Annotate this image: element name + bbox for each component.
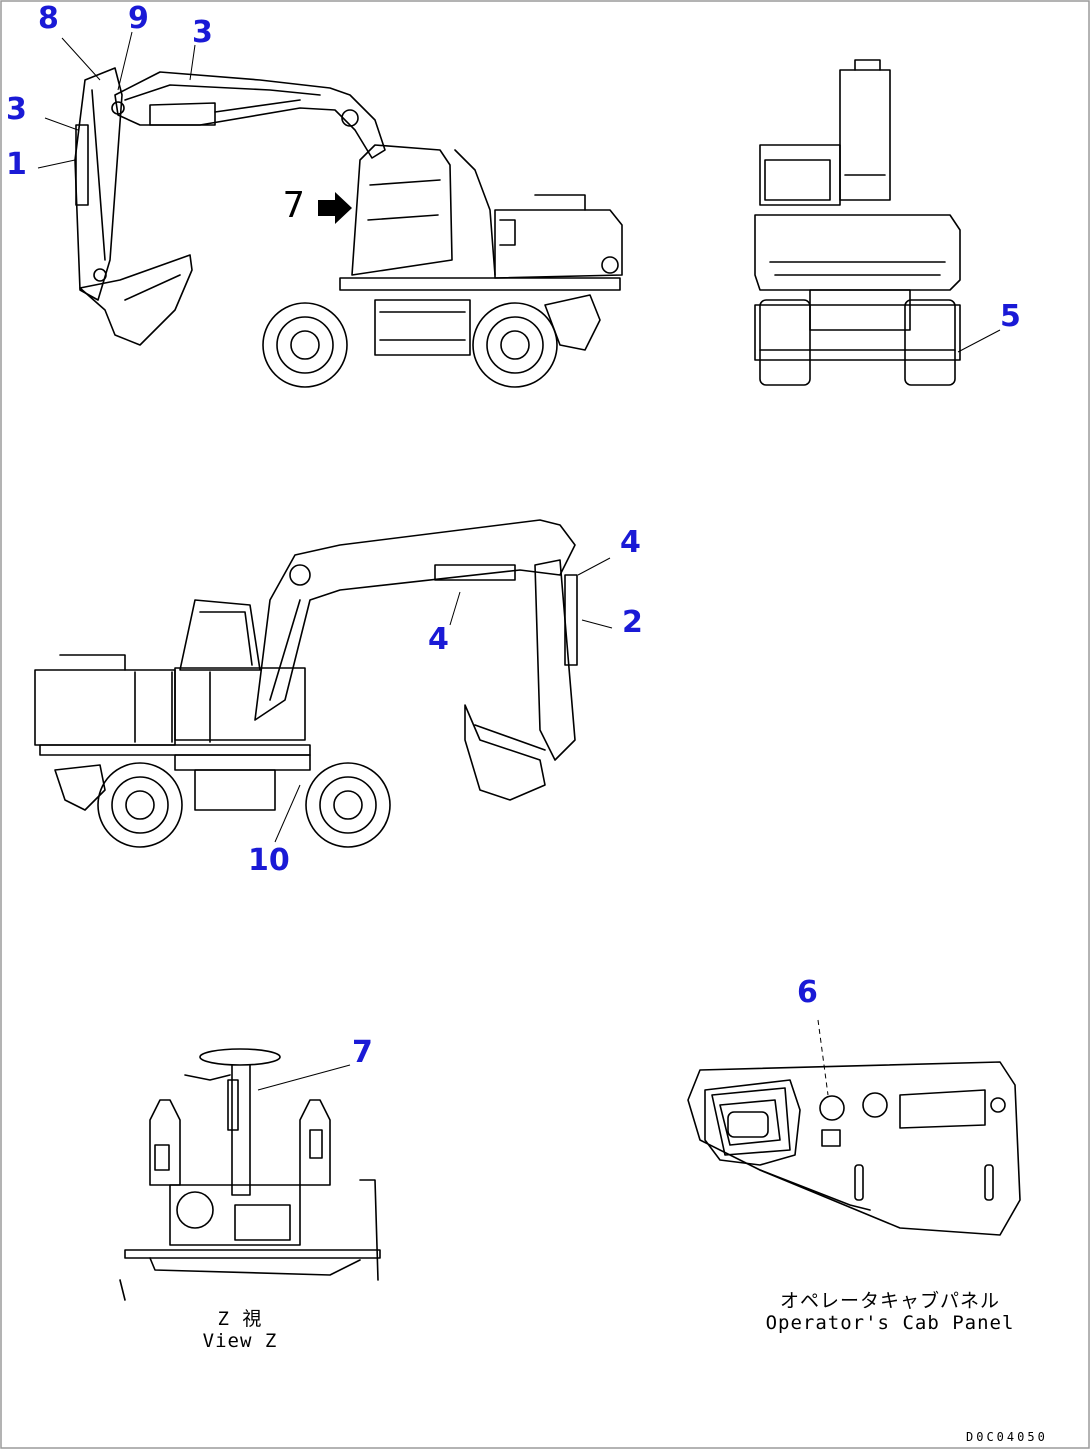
view-z-caption-jp: Z 視 bbox=[217, 1308, 263, 1330]
drawing-number: D0C04050 bbox=[966, 1430, 1048, 1444]
callout-4-right: 4 bbox=[620, 525, 641, 560]
view-z-detail bbox=[119, 1048, 381, 1301]
callout-5: 5 bbox=[1000, 299, 1021, 334]
position-mark-7: 7 bbox=[283, 185, 305, 226]
view-z-caption-en: View Z bbox=[202, 1330, 278, 1352]
excavator-side-view-left bbox=[37, 31, 623, 388]
view-z-caption: Z 視 View Z bbox=[170, 1308, 310, 1352]
callout-3-left: 3 bbox=[6, 92, 27, 127]
cab-panel-caption-jp: オペレータキャブパネル bbox=[779, 1290, 1000, 1312]
cab-panel-caption: オペレータキャブパネル Operator's Cab Panel bbox=[740, 1290, 1040, 1334]
callout-8: 8 bbox=[38, 1, 59, 36]
callout-2: 2 bbox=[622, 605, 643, 640]
operator-cab-panel-detail bbox=[687, 1019, 1021, 1236]
callout-10: 10 bbox=[248, 843, 290, 878]
callout-7: 7 bbox=[352, 1035, 373, 1070]
callout-9: 9 bbox=[128, 1, 149, 36]
cab-panel-caption-en: Operator's Cab Panel bbox=[765, 1312, 1015, 1334]
callout-6: 6 bbox=[797, 975, 818, 1010]
excavator-side-view-right bbox=[34, 519, 613, 848]
excavator-rear-view bbox=[754, 59, 1001, 386]
callout-4-mid: 4 bbox=[428, 622, 449, 657]
callout-1: 1 bbox=[6, 147, 27, 182]
arrow-icon bbox=[318, 192, 352, 224]
callout-3-top: 3 bbox=[192, 15, 213, 50]
